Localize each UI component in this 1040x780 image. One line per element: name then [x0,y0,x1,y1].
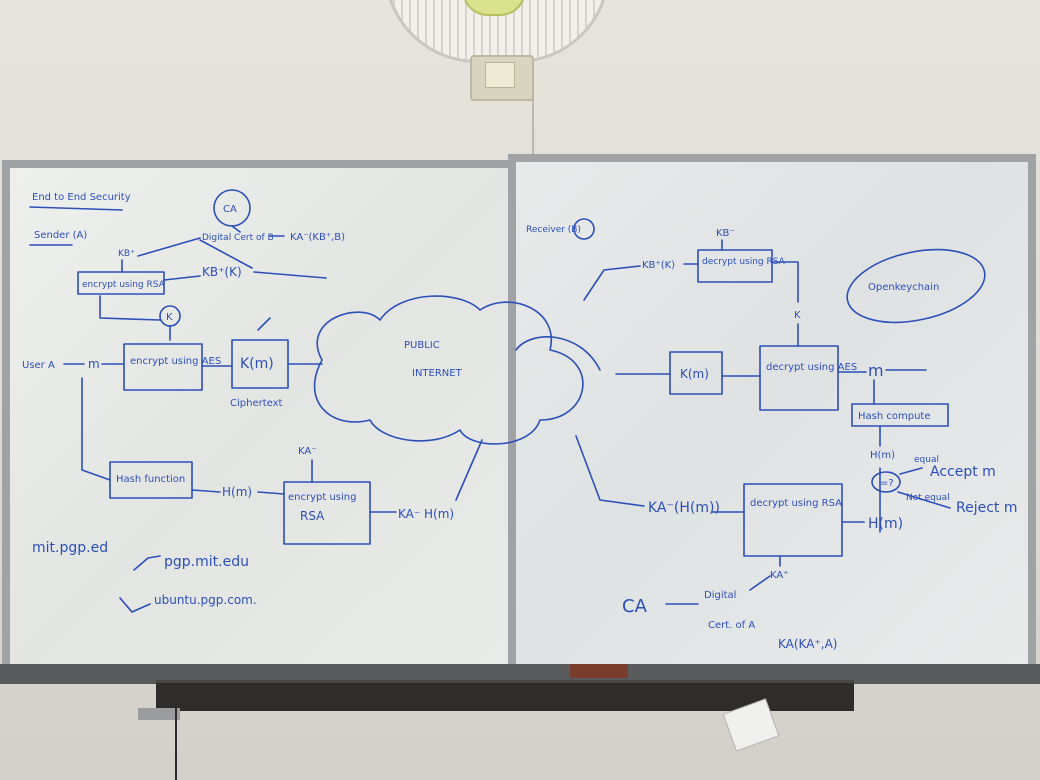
rsa-to-k-arrow [771,261,799,303]
internet-label: INTERNET [412,368,463,379]
right-cloud-edge [515,336,601,371]
hash-function-box [109,461,193,499]
kahm-to-cloud-arrow [455,439,483,501]
rsa-to-kbk-arrow [163,275,201,281]
hash-function-label: Hash function [116,474,185,485]
url3-label: ubuntu.pgp.com. [154,593,257,607]
encrypt-rsa-box [77,271,165,295]
kb-k-right-label: KB⁺(K) [642,260,675,271]
encrypt-aes-label: encrypt using AES [130,356,221,367]
reject-label: Reject m [956,500,1018,516]
ka-hm-label: KA⁻ H(m) [398,507,454,521]
cert-to-kb-arrow [137,237,201,257]
km-label: K(m) [240,356,274,372]
m-right-label: m [868,361,884,380]
equal-label: equal [914,455,939,465]
encrypt-rsa2-label-2: RSA [300,509,325,523]
km-right-label: K(m) [680,367,709,381]
board-eraser [570,664,628,678]
ka-minus-label: KA⁻ [298,446,317,457]
kbk-to-cloud-arrow [253,271,327,279]
accept-label: Accept m [930,464,996,480]
public-label: PUBLIC [404,340,440,351]
kb-k-label: KB⁺(K) [202,265,242,279]
ka-to-kbk-arrow [199,239,253,269]
url-check-1 [133,555,161,571]
check-mark [257,317,271,331]
hash-compute-label: Hash compute [858,411,931,422]
k-right-label: K [794,310,801,321]
user-a-label: User A [22,360,55,371]
wall-rail [156,680,854,711]
ca-right-label: CA [622,596,648,617]
wall-bracket [138,708,180,720]
k-to-rsa-arrow [99,295,161,321]
not-equal-label: Not equal [906,493,950,503]
encrypt-rsa2-label-1: encrypt using [288,492,356,503]
title-text: End to End Security [32,192,131,203]
hash-compute-box [851,403,949,427]
hash-to-hm-arrow [191,489,221,493]
sender-label: Sender (A) [34,230,87,241]
m-label: m [88,357,100,371]
power-cable [175,708,177,780]
url1-label: mit.pgp.ed [32,540,108,556]
kb-plus-label: KB⁺ [118,249,135,259]
cert-to-kaplus-arrow [749,575,771,591]
ciphertext-label: Ciphertext [230,398,283,409]
compare-mark: =? [880,478,894,489]
decrypt-aes-box [759,345,839,411]
hm-result-label: H(m) [868,516,903,532]
k-label: K [166,312,173,323]
title-underline [29,206,123,211]
hm-to-rsa-arrow [257,491,285,495]
decrypt-rsa-label: decrypt using RSA [702,257,786,267]
digital-cert-right-2: Cert. of A [708,620,755,631]
receiver-circle [573,218,595,240]
digital-cert-label: Digital Cert of B [202,233,274,243]
compare-circle [871,471,901,493]
ca-label: CA [223,204,237,215]
kb-minus-label: KB⁻ [716,228,735,239]
public-internet-cloud [313,295,584,445]
decrypt-rsa2-box [743,483,843,557]
ka-hm-right-label: KA⁻(H(m)) [648,500,720,516]
cloud-to-kbk-arrow [583,265,641,301]
ka-plus-label: KA⁺ [770,570,789,581]
hm-top-label: H(m) [870,450,895,461]
encrypt-aes-box [123,343,203,391]
equal-arrow [899,467,923,475]
whiteboard-left [2,160,516,676]
not-equal-arrow [897,491,951,509]
url2-label: pgp.mit.edu [164,554,249,570]
ca-connector [231,225,241,233]
decrypt-rsa2-label: decrypt using RSA [750,498,842,509]
url-check-2 [119,597,151,613]
digital-cert-right-1: Digital [704,590,736,601]
m-to-hash-arrow [81,377,111,481]
openkeychain-ellipse [846,248,986,324]
ka-kb-label: KA⁻(KB⁺,B) [290,232,345,243]
encrypt-rsa-label: encrypt using RSA [82,280,166,290]
km-right-box [669,351,723,395]
openkeychain-label: Openkeychain [868,282,939,293]
ka-ka-label: KA(KA⁺,A) [778,637,837,651]
encrypt-rsa2-box [283,481,371,545]
decrypt-rsa-box [697,249,773,283]
decrypt-aes-label: decrypt using AES [766,362,857,373]
marker-tray [0,664,1040,684]
cloud-to-kahm-arrow [575,435,645,507]
fan-regulator [485,62,515,88]
hm-label: H(m) [222,485,252,499]
receiver-label: Receiver (B) [526,225,581,235]
